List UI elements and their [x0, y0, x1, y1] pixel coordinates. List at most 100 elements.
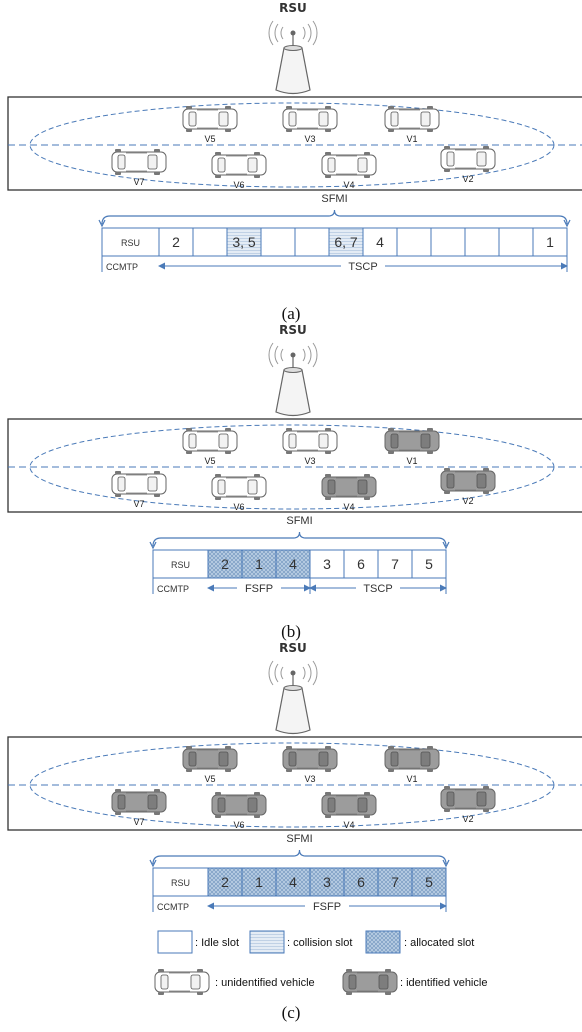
ccmtp-label: CCMTP — [157, 902, 189, 912]
legend-identified-label: : identified vehicle — [400, 977, 487, 989]
vehicle-label: V6 — [233, 502, 244, 512]
allocated-slot — [309, 867, 345, 897]
slot-number: 5 — [425, 874, 433, 890]
panel-caption: (b) — [281, 622, 301, 641]
slot-number: 4 — [289, 556, 297, 572]
vehicle-label: V1 — [406, 456, 417, 466]
vehicle-label: V5 — [204, 456, 215, 466]
vehicle-v3-icon — [282, 746, 338, 772]
slot-number: 1 — [255, 556, 263, 572]
vehicle-label: V3 — [304, 456, 315, 466]
frame-label: SFMI — [286, 515, 312, 527]
legend: : Idle slot: collision slot: allocated s… — [154, 930, 487, 995]
vehicle-label: V2 — [462, 814, 473, 824]
legend-unidentified-label: : unidentified vehicle — [215, 977, 315, 989]
brace-arrow-left-icon — [149, 859, 157, 868]
collision-slot — [328, 227, 364, 257]
vehicle-label: V7 — [133, 499, 144, 509]
legend-collision-label: : collision slot — [287, 937, 352, 949]
slot-number: 7 — [391, 874, 399, 890]
vehicle-label: V5 — [204, 774, 215, 784]
slot-number: 4 — [289, 874, 297, 890]
slot-number: 7 — [391, 556, 399, 572]
rsu-slot-label: RSU — [171, 560, 190, 570]
slot-number: 1 — [255, 874, 263, 890]
vehicle-v7-icon — [111, 149, 167, 175]
frame-brace — [152, 849, 447, 865]
slot-number: 3 — [323, 556, 331, 572]
vehicle-label: V4 — [343, 180, 354, 190]
vehicle-v4-icon — [321, 474, 377, 500]
slot-number: 4 — [376, 234, 384, 250]
slot-number: 2 — [221, 874, 229, 890]
panel-caption: (a) — [282, 304, 301, 323]
idle-slot — [498, 227, 534, 257]
vehicle-label: V1 — [406, 134, 417, 144]
idle-slot — [158, 227, 194, 257]
period-label: TSCP — [363, 583, 392, 595]
vehicle-label: V5 — [204, 134, 215, 144]
vehicle-v6-icon — [211, 792, 267, 818]
allocated-slot — [411, 867, 447, 897]
rsu-slot-label: RSU — [121, 238, 140, 248]
idle-slot — [377, 549, 413, 579]
vehicle-label: V6 — [233, 180, 244, 190]
idle-slot — [362, 227, 398, 257]
vehicle-label: V7 — [133, 177, 144, 187]
idle-slot — [260, 227, 296, 257]
idle-slot — [396, 227, 432, 257]
period-label: TSCP — [348, 261, 377, 273]
rsu-title: RSU — [279, 641, 307, 655]
vehicle-label: V3 — [304, 134, 315, 144]
rsu-coverage-area — [29, 424, 555, 510]
legend-collision-swatch — [249, 930, 285, 954]
legend-idle-swatch — [157, 930, 193, 954]
legend-identified-vehicle-icon — [342, 969, 398, 995]
vehicle-label: V2 — [462, 496, 473, 506]
rsu-coverage-area — [29, 102, 555, 188]
idle-slot — [343, 549, 379, 579]
vehicle-v5-icon — [182, 428, 238, 454]
vehicle-label: V7 — [133, 817, 144, 827]
rsu-coverage-area — [29, 742, 555, 828]
rsu-tower-icon: RSU — [268, 323, 318, 417]
allocated-slot — [275, 867, 311, 897]
brace-arrow-left-icon — [149, 541, 157, 550]
vehicle-v6-icon — [211, 152, 267, 178]
slot-number: 2 — [221, 556, 229, 572]
vehicle-v2-icon — [440, 468, 496, 494]
frame-brace — [152, 531, 447, 547]
vehicle-v6-icon — [211, 474, 267, 500]
vehicle-label: V2 — [462, 174, 473, 184]
slot-number: 6 — [357, 556, 365, 572]
idle-slot — [532, 227, 568, 257]
allocated-slot — [207, 549, 243, 579]
brace-arrow-right-icon — [563, 219, 571, 228]
allocated-slot — [275, 549, 311, 579]
vehicle-v1-icon — [384, 106, 440, 132]
rsu-title: RSU — [279, 1, 307, 15]
vehicle-v1-icon — [384, 746, 440, 772]
vehicle-label: V4 — [343, 502, 354, 512]
vehicle-label: V6 — [233, 820, 244, 830]
panel-caption: (c) — [282, 1003, 301, 1022]
slot-number: 5 — [425, 556, 433, 572]
rsu-tower-icon: RSU — [268, 1, 318, 95]
vehicle-label: V4 — [343, 820, 354, 830]
idle-slot — [411, 549, 447, 579]
vehicle-v1-icon — [384, 428, 440, 454]
rsu-tower-icon: RSU — [268, 641, 318, 735]
slot-number: 1 — [546, 234, 554, 250]
vehicle-v3-icon — [282, 106, 338, 132]
vehicle-label: V1 — [406, 774, 417, 784]
period-label: FSFP — [245, 583, 273, 595]
slot-number: 3, 5 — [232, 234, 256, 250]
slot-number: 3 — [323, 874, 331, 890]
vehicle-v7-icon — [111, 789, 167, 815]
vehicle-label: V3 — [304, 774, 315, 784]
legend-unidentified-vehicle-icon — [154, 969, 210, 995]
slot-number: 6 — [357, 874, 365, 890]
idle-slot — [464, 227, 500, 257]
